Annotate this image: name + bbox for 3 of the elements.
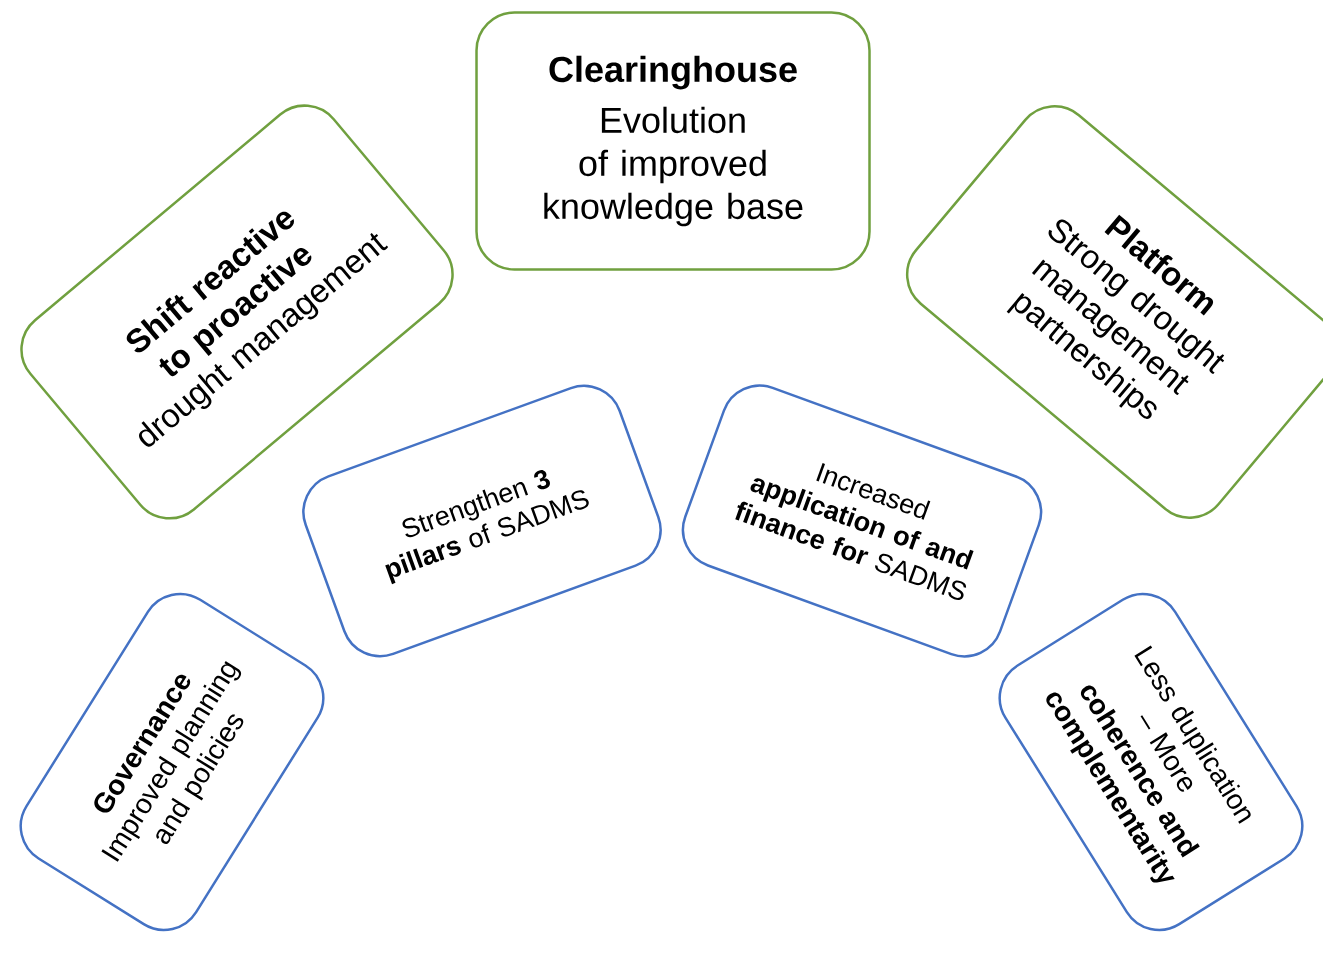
rotated-card <box>475 11 871 271</box>
card-text: Evolution of improved knowledge base <box>544 106 803 227</box>
card-heading: Clearinghouse <box>549 55 797 90</box>
